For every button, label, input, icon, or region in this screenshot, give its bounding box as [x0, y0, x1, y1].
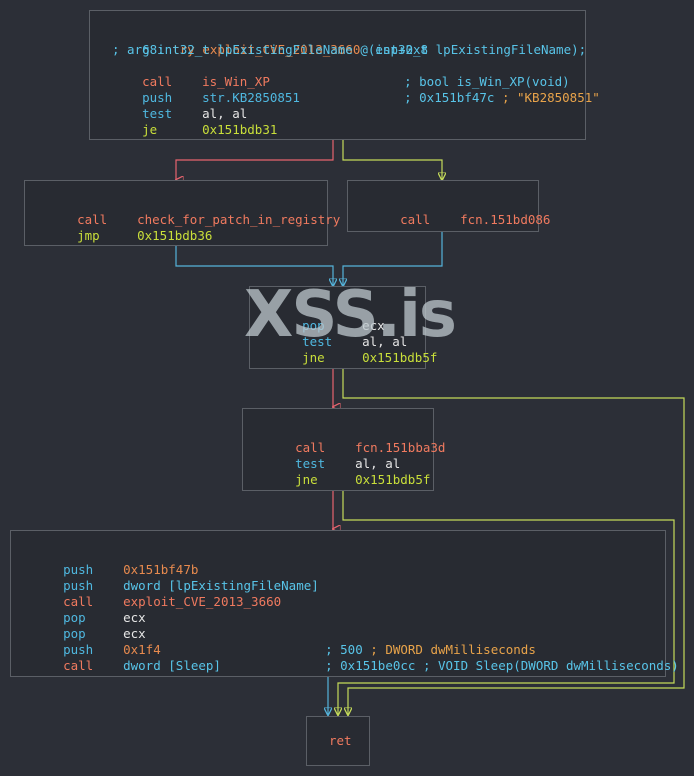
edge-b3-b4 — [343, 231, 443, 286]
entry-address: 68: — [142, 42, 165, 57]
edge-b2-b4 — [175, 245, 333, 286]
asm-row: ret — [329, 733, 352, 748]
arg-line: ; arg int32_t lpExistingFileName @ esp+0… — [112, 42, 429, 57]
function-name: try_exploit_CVE_2013_3660 — [172, 42, 361, 57]
block-ret[interactable]: ret — [306, 716, 370, 766]
function-signature: (int32_t lpExistingFileName); — [367, 42, 587, 57]
edge-b5-b7 — [338, 490, 675, 715]
edge-b1-b3 — [342, 140, 442, 180]
edge-b1-b2 — [176, 140, 334, 180]
block-entry[interactable]: 68: try_exploit_CVE_2013_3660 (int32_t l… — [89, 10, 600, 140]
edge-b4-b7 — [342, 368, 685, 715]
